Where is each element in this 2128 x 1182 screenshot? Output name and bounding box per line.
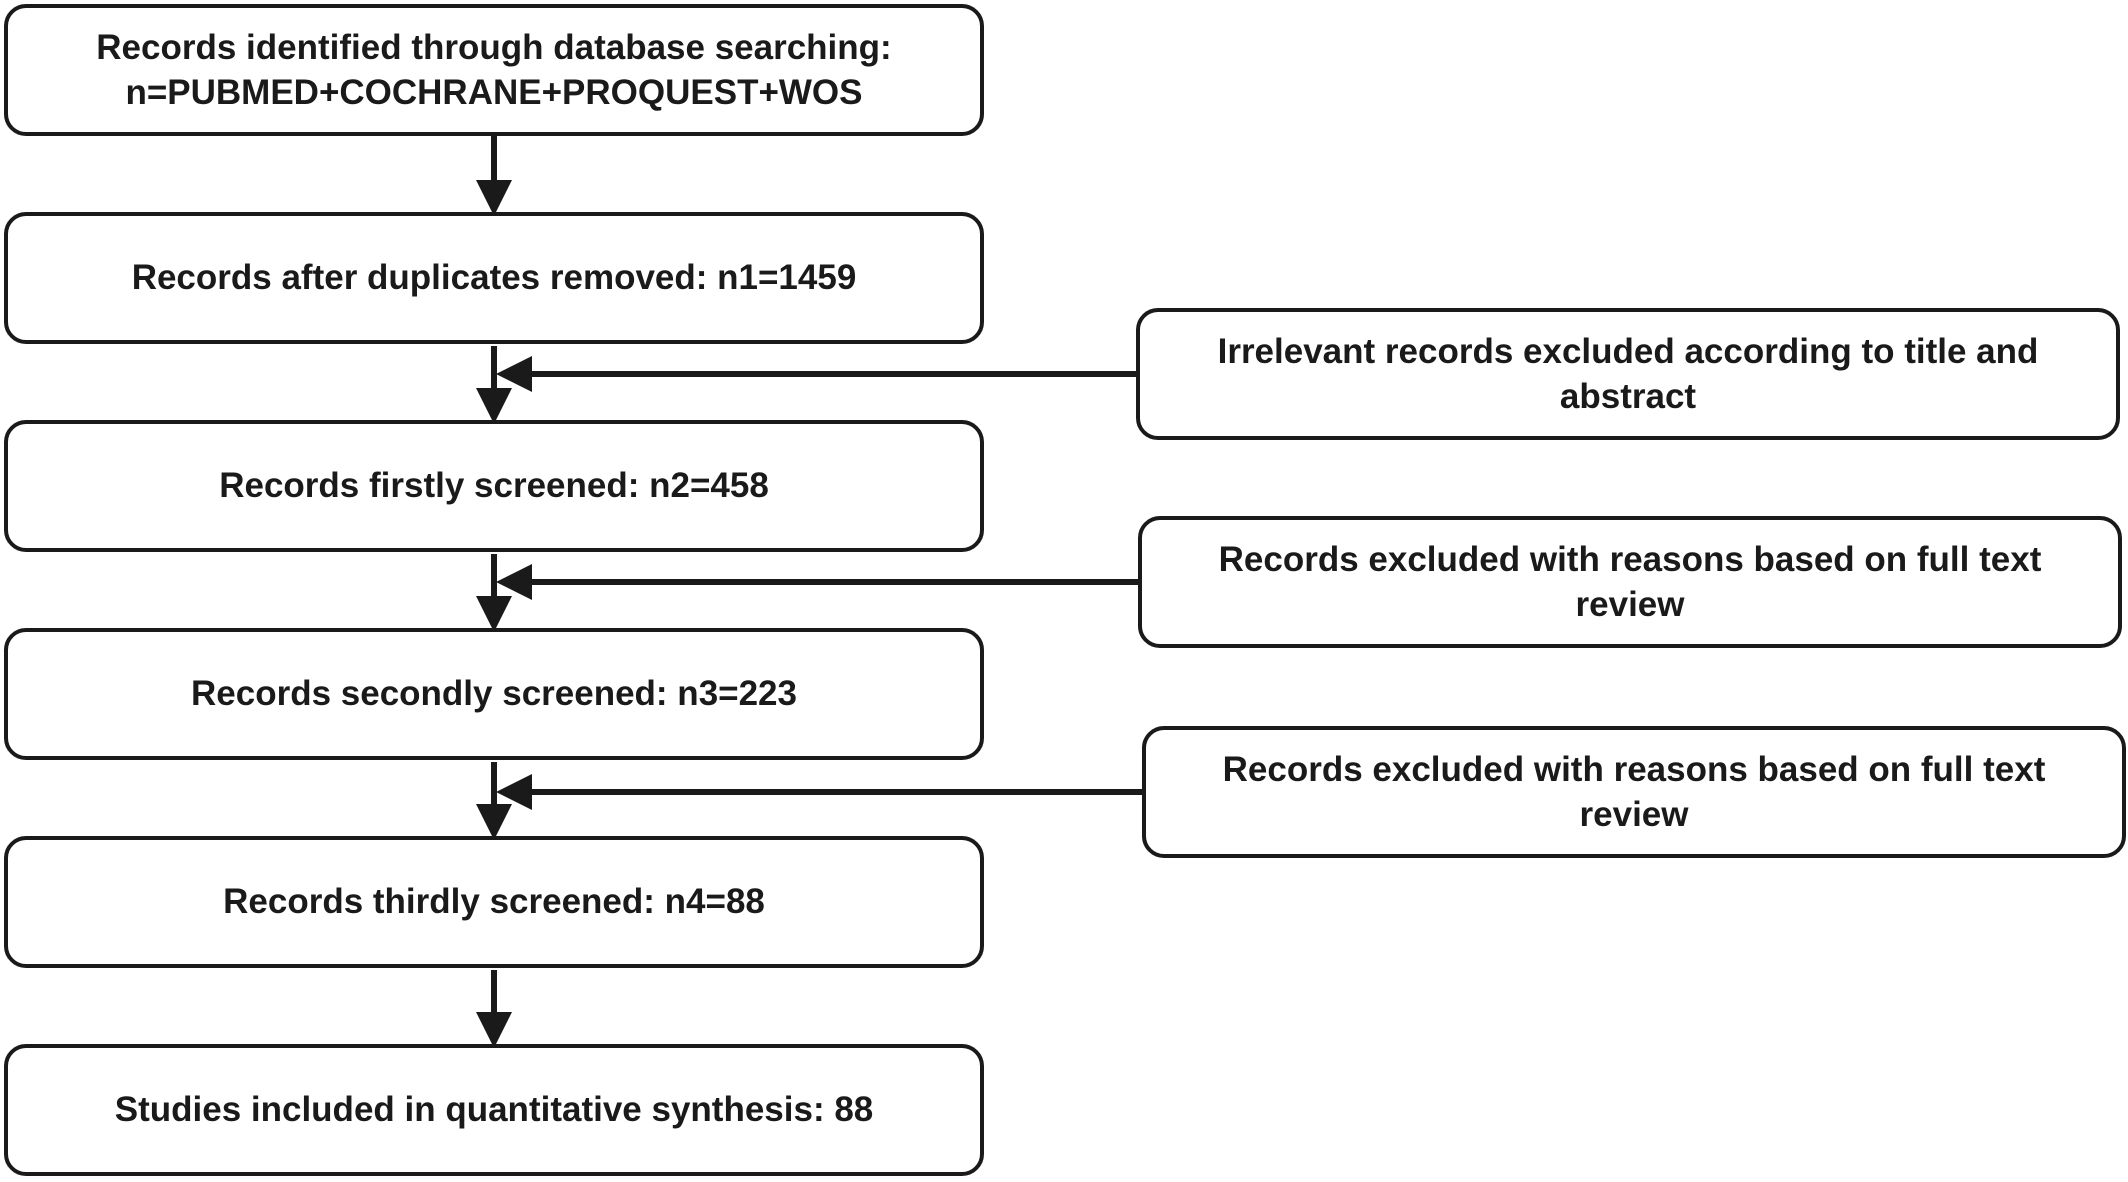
records-second-screened-box: Records secondly screened: n3=223 — [4, 628, 984, 760]
studies-included-box: Studies included in quantitative synthes… — [4, 1044, 984, 1176]
records-after-duplicates-label: Records after duplicates removed: n1=145… — [131, 258, 857, 298]
exclusion-full-text-label-2: Records excluded with reasons based on f… — [1222, 749, 2046, 835]
exclusion-title-abstract-box: Irrelevant records excluded according to… — [1136, 308, 2120, 440]
records-identified-box: Records identified through database sear… — [4, 4, 984, 136]
exclusion-full-text-box-1: Records excluded with reasons based on f… — [1138, 516, 2122, 648]
studies-included-label: Studies included in quantitative synthes… — [114, 1090, 874, 1130]
records-first-screened-label: Records firstly screened: n2=458 — [219, 466, 769, 506]
exclusion-full-text-box-2: Records excluded with reasons based on f… — [1142, 726, 2126, 858]
records-third-screened-label: Records thirdly screened: n4=88 — [223, 882, 765, 922]
records-identified-label: Records identified through database sear… — [96, 27, 892, 67]
records-after-duplicates-box: Records after duplicates removed: n1=145… — [4, 212, 984, 344]
records-first-screened-box: Records firstly screened: n2=458 — [4, 420, 984, 552]
records-second-screened-label: Records secondly screened: n3=223 — [191, 674, 797, 714]
exclusion-full-text-label-1: Records excluded with reasons based on f… — [1218, 539, 2042, 625]
records-third-screened-box: Records thirdly screened: n4=88 — [4, 836, 984, 968]
records-identified-sources: n=PUBMED+COCHRANE+PROQUEST+WOS — [125, 73, 863, 112]
exclusion-title-abstract-label: Irrelevant records excluded according to… — [1217, 331, 2039, 417]
